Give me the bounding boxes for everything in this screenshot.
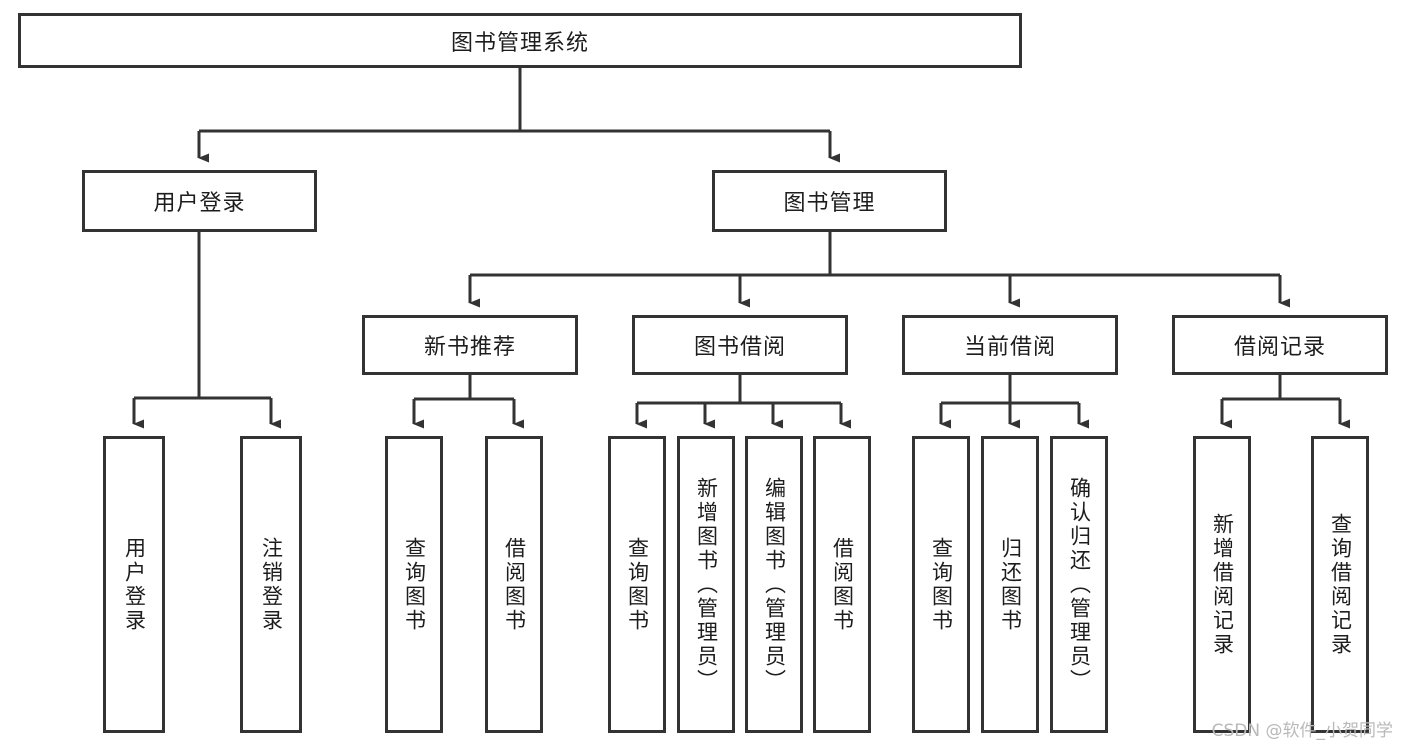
leaf-borrow-borrow-book[interactable] [813, 436, 871, 733]
node-user-login[interactable]: 用户登录 [82, 170, 317, 232]
leaf-newbook-query-book[interactable] [385, 436, 443, 733]
leaf-user-login[interactable] [103, 436, 165, 733]
node-book-management[interactable]: 图书管理 [712, 170, 947, 232]
node-label-user-login: 用户登录 [153, 191, 246, 216]
edge-root-to-level2 [197, 68, 840, 163]
leaf-confirm-return-admin[interactable] [1050, 436, 1108, 733]
leaf-current-query-book[interactable] [912, 436, 970, 733]
edge-bookmgmt-to-level3 [468, 232, 1290, 308]
leaf-return-book[interactable] [981, 436, 1039, 733]
leaf-query-borrow-record[interactable] [1311, 436, 1369, 733]
leaf-newbook-borrow-book[interactable] [485, 436, 543, 733]
node-book-borrow[interactable]: 图书借阅 [632, 315, 848, 375]
node-label-new-book-recommend: 新书推荐 [423, 335, 516, 360]
leaf-add-borrow-record[interactable] [1193, 436, 1251, 733]
node-label-book-management: 图书管理 [783, 191, 876, 216]
edge-borrowrecord-to-leaves [1220, 375, 1350, 429]
edge-currentborrow-to-leaves [939, 375, 1089, 429]
leaf-logout[interactable] [240, 436, 302, 733]
node-label-book-borrow: 图书借阅 [693, 335, 786, 360]
leaf-edit-book-admin[interactable] [745, 436, 803, 733]
node-root-book-management-system[interactable]: 图书管理系统 [18, 13, 1022, 68]
node-label-current-borrow: 当前借阅 [963, 335, 1056, 360]
edge-userlogin-to-leaves [132, 232, 281, 429]
node-borrow-record[interactable]: 借阅记录 [1172, 315, 1388, 375]
leaf-borrow-query-book[interactable] [608, 436, 666, 733]
node-current-borrow[interactable]: 当前借阅 [902, 315, 1118, 375]
leaf-add-book-admin[interactable] [677, 436, 735, 733]
edge-bookborrow-to-leaves [635, 375, 851, 429]
edge-newbook-to-leaves [412, 375, 524, 429]
node-new-book-recommend[interactable]: 新书推荐 [362, 315, 578, 375]
node-label-root: 图书管理系统 [450, 30, 589, 56]
node-label-borrow-record: 借阅记录 [1233, 335, 1326, 360]
